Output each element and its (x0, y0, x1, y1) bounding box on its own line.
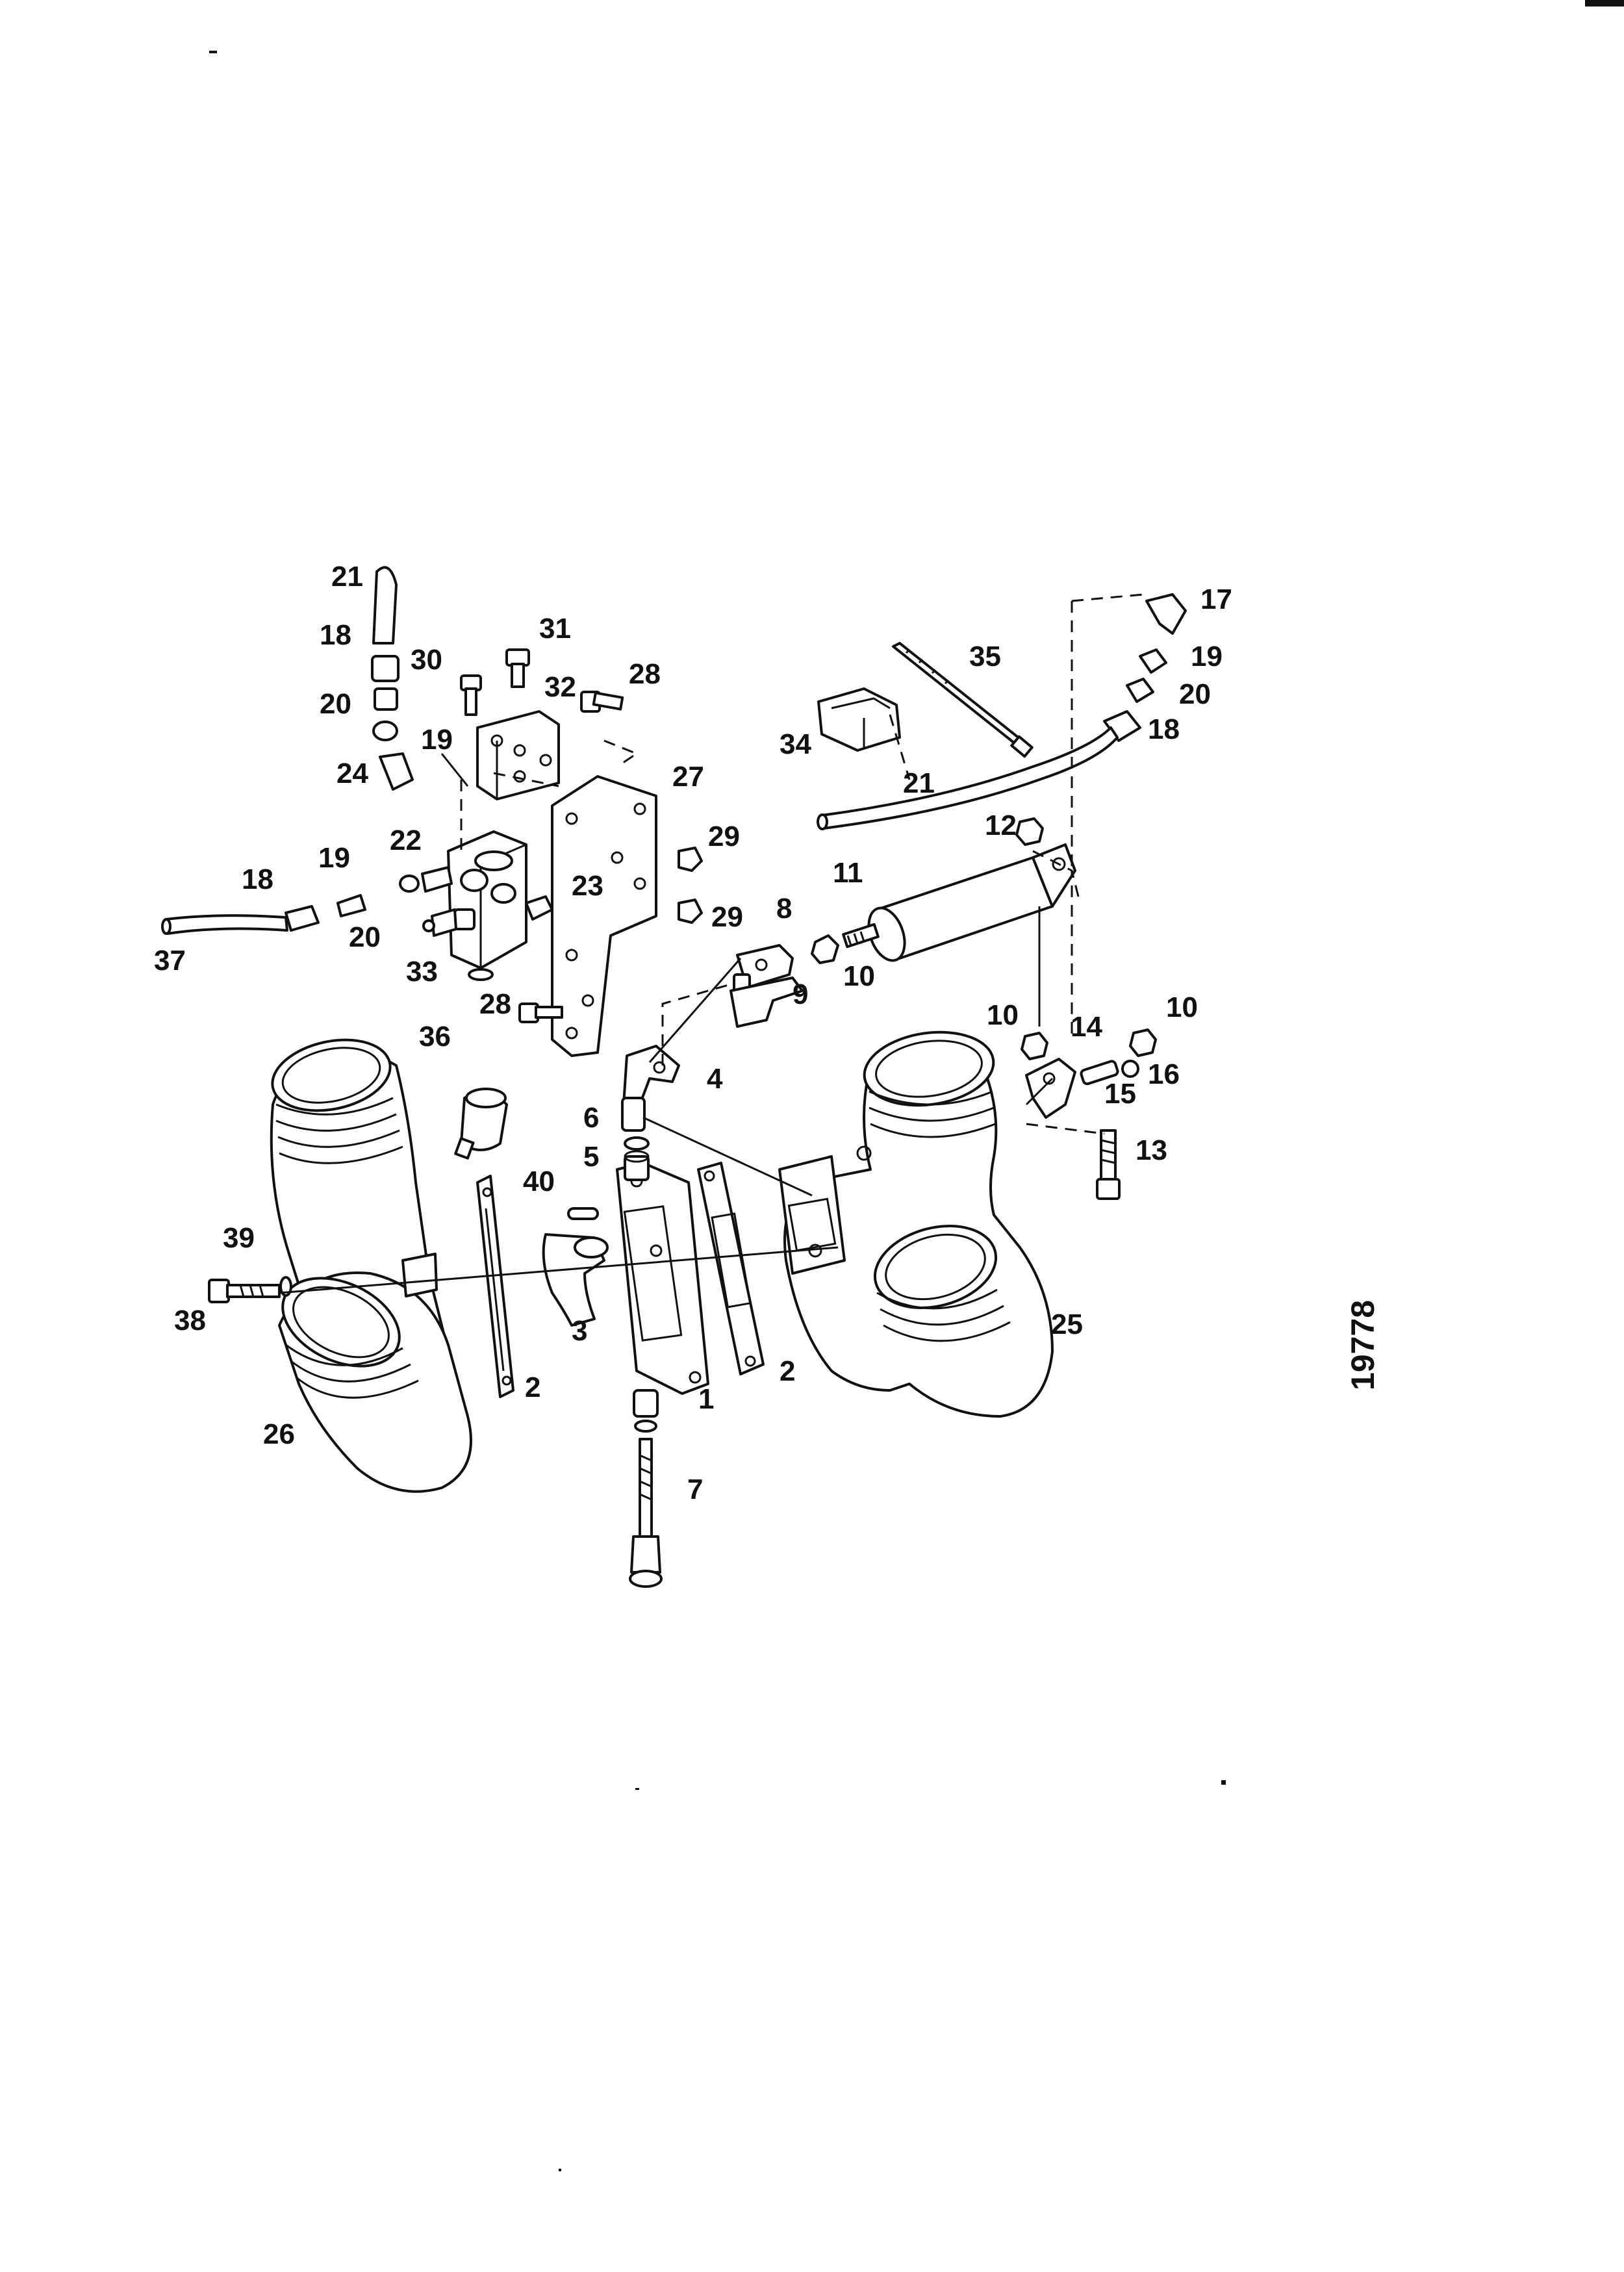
callout-c19c: 19 (318, 842, 350, 874)
hose-right (817, 726, 1119, 830)
nuts-29 (678, 847, 703, 924)
hose-left-vertical (371, 566, 414, 791)
washer-39 (279, 1276, 292, 1297)
callout-c6: 6 (583, 1102, 599, 1134)
callout-c20a: 20 (1179, 678, 1211, 710)
callout-c37: 37 (154, 945, 186, 976)
bolt-28-lower (518, 1002, 563, 1023)
long-bolt (629, 1389, 663, 1588)
callout-c3: 3 (572, 1315, 587, 1347)
left-elbow-pipe (270, 1038, 472, 1493)
callout-c17: 17 (1200, 583, 1232, 615)
bolt-38 (208, 1279, 281, 1303)
mounting-plate (551, 775, 657, 1057)
left-fittings (285, 866, 453, 932)
control-valve (422, 830, 553, 981)
sensor-36 (454, 1088, 508, 1160)
bolt-13 (1096, 1129, 1121, 1200)
callout-c40: 40 (523, 1166, 555, 1197)
callout-c10c: 10 (1166, 991, 1198, 1023)
callout-c22: 22 (390, 824, 422, 856)
callout-c9: 9 (793, 978, 808, 1010)
flange-housing (616, 1162, 709, 1395)
cable-tie-35 (892, 642, 1034, 758)
callout-c27: 27 (672, 761, 704, 793)
callout-c21a: 21 (903, 767, 935, 799)
callout-c20b: 20 (320, 688, 351, 720)
callout-c39: 39 (223, 1222, 255, 1254)
callout-c14: 14 (1071, 1011, 1102, 1043)
callout-c24: 24 (336, 758, 368, 789)
callout-c10a: 10 (843, 960, 875, 992)
gasket-right (697, 1162, 765, 1375)
callout-c21b: 21 (331, 561, 363, 593)
callout-c34: 34 (780, 728, 811, 760)
callout-c12: 12 (985, 810, 1017, 841)
pin-40 (567, 1207, 599, 1220)
assembly-lines (279, 593, 1144, 1294)
callout-c15: 15 (1104, 1078, 1136, 1110)
callout-c16: 16 (1148, 1058, 1180, 1090)
scan-specks (209, 0, 1624, 2171)
callout-c8: 8 (776, 893, 792, 925)
callout-c28b: 28 (479, 988, 511, 1020)
callout-c35: 35 (969, 641, 1001, 672)
callout-c13: 13 (1136, 1134, 1167, 1166)
callout-c31: 31 (539, 613, 571, 645)
callout-c33: 33 (406, 956, 438, 988)
callout-c7: 7 (687, 1474, 703, 1505)
callout-c32: 32 (544, 671, 576, 703)
callout-c4: 4 (707, 1063, 723, 1095)
callout-c18a: 18 (1148, 713, 1180, 745)
bracket-32 (476, 710, 560, 800)
callout-c19b: 19 (421, 724, 453, 756)
hose-left-horizontal (161, 914, 288, 935)
callout-c20c: 20 (349, 921, 381, 953)
right-elbow-pipe (778, 1030, 1054, 1418)
bracket-4 (621, 1045, 680, 1132)
actuator-cylinder (842, 843, 1076, 962)
callout-c2b: 2 (780, 1355, 795, 1387)
nuts (811, 817, 1157, 1078)
callout-c11: 11 (833, 857, 863, 889)
callout-c10b: 10 (987, 999, 1019, 1031)
bushings (624, 1136, 650, 1181)
callout-c2a: 2 (525, 1372, 540, 1403)
callout-c5: 5 (583, 1141, 599, 1173)
callout-c28a: 28 (629, 658, 661, 690)
callout-c29b: 29 (711, 901, 743, 933)
callout-c29a: 29 (708, 821, 740, 852)
callout-c19a: 19 (1191, 641, 1223, 672)
callout-c26: 26 (263, 1418, 295, 1450)
gasket-left (476, 1175, 514, 1398)
callout-c1: 1 (698, 1383, 714, 1415)
callout-c36: 36 (419, 1021, 451, 1053)
clamp-34 (817, 687, 901, 752)
callout-c38: 38 (174, 1305, 206, 1336)
elbow-fitting (542, 1233, 609, 1327)
callout-c18b: 18 (320, 619, 351, 651)
figure-number: 19778 (1345, 1300, 1381, 1390)
callout-c18c: 18 (242, 863, 273, 895)
clip-9 (730, 976, 804, 1028)
callout-c25: 25 (1051, 1308, 1083, 1340)
bolts-upper (460, 648, 624, 716)
callout-c30: 30 (411, 644, 442, 676)
callout-c23: 23 (572, 870, 603, 902)
